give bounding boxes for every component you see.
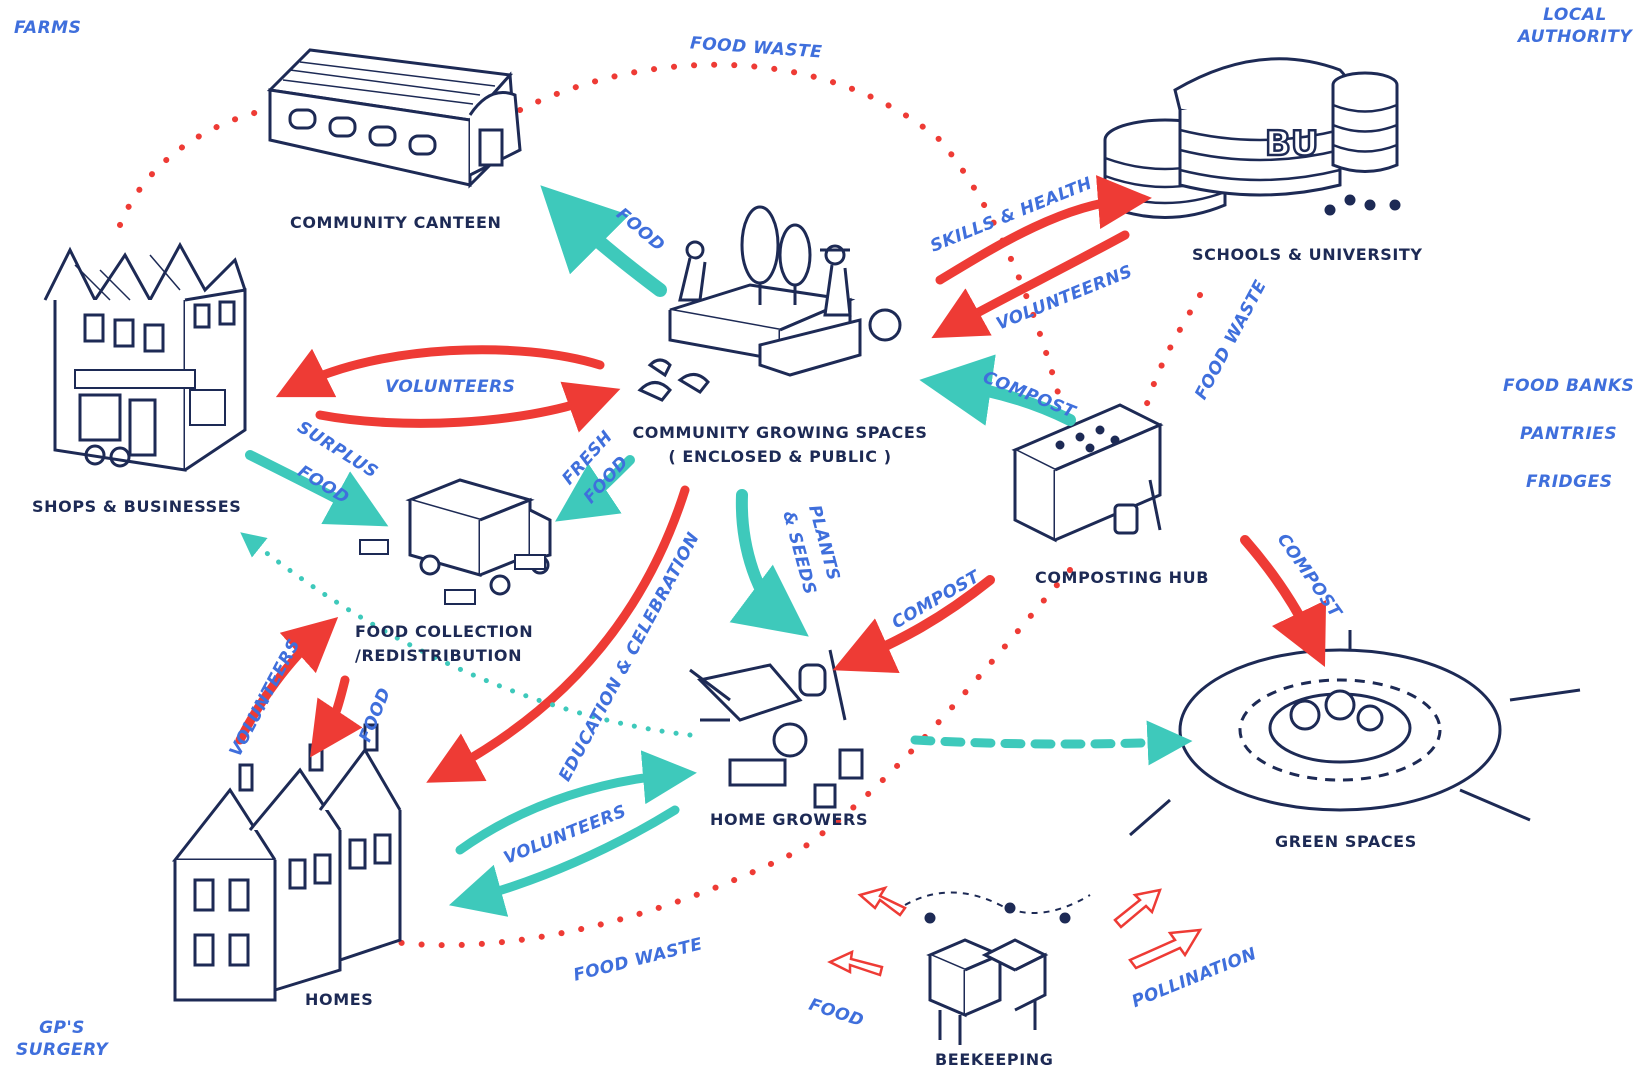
flow-label-volunteers-shops: VOLUNTEERS [385,377,516,397]
shops-building-icon [43,241,247,472]
garden-people-icon [637,205,902,402]
red-flow-arrows [235,175,1327,783]
beehives-icon [904,891,1091,1045]
node-label-food-collection: FOOD COLLECTION /REDISTRIBUTION [355,622,533,665]
bee-outline-arrows [827,885,1203,977]
node-label-community-growing-line1: COMMUNITY GROWING SPACES [632,423,928,442]
side-label-farms: FARMS [14,18,82,38]
node-label-community-growing-line2: ( ENCLOSED & PUBLIC ) [668,447,892,466]
side-label-local-authority: LOCAL AUTHORITY [1510,5,1640,47]
canteen-building-icon [266,48,522,189]
side-label-gp-line2: SURGERY [15,1040,109,1060]
side-label-local-authority-line1: LOCAL [1543,5,1607,25]
compost-bin-icon [1011,403,1164,543]
side-label-gp-surgery: GP'S SURGERY [12,1018,112,1060]
teal-dashed-links [240,532,1193,766]
node-label-beekeeping: BEEKEEPING [935,1050,1054,1069]
node-label-community-canteen: COMMUNITY CANTEEN [290,213,502,232]
node-label-shops-businesses: SHOPS & BUSINESSES [32,497,242,516]
node-label-home-growers: HOME GROWERS [710,810,869,829]
delivery-van-icon [359,478,552,605]
side-label-gp-line1: GP'S [39,1018,85,1038]
node-label-schools-university: SCHOOLS & UNIVERSITY [1192,245,1423,264]
node-label-food-collection-line2: /REDISTRIBUTION [355,646,523,665]
node-label-homes: HOMES [305,990,374,1009]
wheelbarrow-icon [689,649,864,809]
roundabout-park-icon [1129,630,1581,837]
teal-flow-arrows [245,185,1076,917]
node-label-composting-hub: COMPOSTING HUB [1035,568,1210,587]
side-label-fridges: FRIDGES [1526,472,1613,492]
node-label-community-growing-spaces: COMMUNITY GROWING SPACES ( ENCLOSED & PU… [620,423,940,466]
node-label-food-collection-line1: FOOD COLLECTION [355,622,534,641]
side-label-pantries: PANTRIES [1520,424,1618,444]
university-building-icon: BU [1103,57,1401,219]
svg-text:BU: BU [1265,124,1319,164]
node-label-green-spaces: GREEN SPACES [1275,832,1417,851]
side-label-local-authority-line2: AUTHORITY [1517,27,1633,47]
houses-icon [171,723,402,1002]
side-label-food-banks: FOOD BANKS [1503,376,1635,396]
